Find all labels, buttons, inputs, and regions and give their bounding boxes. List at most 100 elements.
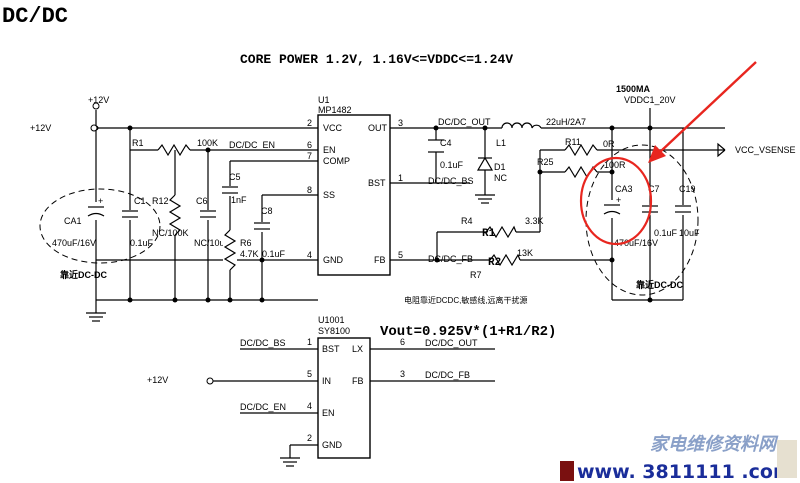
capacitor-c5: C5 1nF	[222, 172, 247, 205]
c19-value: 10uF	[679, 228, 700, 238]
l1-value: 22uH/2A7	[546, 117, 586, 127]
fb-net-label: DC/DC_FB	[428, 254, 473, 264]
svg-text:BST: BST	[322, 344, 340, 354]
ic-u1001-sy8100: U1001 SY8100 1 BST 5 IN 4 EN 2 GND 6 LX …	[307, 315, 405, 459]
c5-ref: C5	[229, 172, 241, 182]
ca3-value: 470uF/16V	[614, 238, 658, 248]
capacitor-ca1: + CA1 470uF/16V	[52, 196, 105, 248]
svg-text:EN: EN	[322, 408, 335, 418]
capacitor-c7: C7 0.1uF	[642, 184, 678, 238]
svg-text:6: 6	[307, 140, 312, 150]
c19-ref: C19	[679, 184, 696, 194]
near-dcdc-ellipse-right	[585, 144, 699, 296]
svg-text:6: 6	[400, 337, 405, 347]
watermark-badge-icon	[560, 461, 574, 481]
resistor-r7: 13K R7 R2	[470, 248, 533, 280]
ic2-fb-net: DC/DC_FB	[425, 370, 470, 380]
core-power-heading: CORE POWER 1.2V, 1.16V<=VDDC<=1.24V	[240, 52, 513, 67]
u1-part: MP1482	[318, 105, 352, 115]
ic2-bs-net: DC/DC_BS	[240, 338, 286, 348]
c4-ref: C4	[440, 138, 452, 148]
c7-value: 0.1uF	[654, 228, 678, 238]
inductor-l1: 22uH/2A7 L1	[496, 117, 586, 148]
svg-text:EN: EN	[323, 145, 336, 155]
c4-value: 0.1uF	[440, 160, 464, 170]
layout-note: 电阻靠近DCDC,敏感线,远离干扰源	[404, 295, 528, 305]
r7-value: 13K	[517, 248, 533, 258]
out-net-label: DC/DC_OUT	[438, 117, 491, 127]
svg-text:SS: SS	[323, 190, 335, 200]
svg-text:VCC: VCC	[323, 123, 343, 133]
r4-value: 3.3K	[525, 216, 544, 226]
capacitor-c1: C1 0.1uF	[122, 196, 154, 248]
r25-value: 100R	[604, 160, 626, 170]
ic-u1-mp1482: U1 MP1482 2 VCC 6 EN 7 COMP 8 SS 4 GND 3…	[307, 95, 403, 276]
r1-value: 100K	[197, 138, 218, 148]
svg-text:BST: BST	[368, 178, 386, 188]
watermark: 家电维修资料网 www. 3811111 .com	[560, 434, 797, 483]
svg-text:4: 4	[307, 250, 312, 260]
resistor-r11: R11 0R	[564, 137, 615, 157]
ca3-ref: CA3	[615, 184, 633, 194]
svg-text:8: 8	[307, 185, 312, 195]
c7-ref: C7	[648, 184, 660, 194]
c5-value: 1nF	[231, 195, 247, 205]
watermark-cn: 家电维修资料网	[650, 434, 779, 455]
near-dcdc-label-right: 靠近DC-DC	[636, 279, 683, 290]
d1-value: NC	[494, 173, 507, 183]
r7-ref: R7	[470, 270, 482, 280]
vsense-net-label: VCC_VSENSE	[735, 145, 796, 155]
u1001-part: SY8100	[318, 326, 350, 336]
c1-ref: C1	[134, 196, 146, 206]
svg-text:5: 5	[398, 250, 403, 260]
vddc-net-label: VDDC1_20V	[624, 95, 676, 105]
p12v-left-label: +12V	[30, 123, 51, 133]
capacitor-ca3: + CA3 470uF/16V	[603, 184, 658, 248]
resistor-r12: R12 NC/100K	[152, 194, 189, 238]
near-dcdc-label-left: 靠近DC-DC	[60, 269, 107, 280]
ic2-out-net: DC/DC_OUT	[425, 338, 478, 348]
r6-ref: R6	[240, 238, 252, 248]
svg-text:GND: GND	[322, 440, 343, 450]
ic2-p12v-net: +12V	[147, 375, 168, 385]
capacitor-c8: C8 0.1uF	[254, 206, 286, 259]
r11-ref: R11	[565, 137, 581, 147]
vout-formula: Vout=0.925V*(1+R1/R2)	[380, 324, 556, 340]
bs-net-label: DC/DC_BS	[428, 176, 474, 186]
svg-text:FB: FB	[352, 376, 364, 386]
u1-ref: U1	[318, 95, 330, 105]
u1001-ref: U1001	[318, 315, 345, 325]
ic2-wiring	[206, 348, 495, 467]
r7-alias: R2	[488, 257, 501, 269]
p12v-top-label: +12V	[88, 95, 109, 105]
r25-ref: R25	[537, 157, 554, 167]
watermark-url: www. 3811111 .com	[577, 461, 793, 483]
p12v-top-terminal: +12V	[88, 95, 109, 110]
diode-d1: D1 NC	[476, 143, 507, 183]
svg-text:5: 5	[307, 369, 312, 379]
c6-ref: C6	[196, 196, 208, 206]
highlight-arrow	[659, 61, 757, 153]
c8-value: 0.1uF	[262, 249, 286, 259]
svg-text:1: 1	[398, 173, 403, 183]
r4-alias: R1	[482, 228, 496, 240]
near-dcdc-ellipse-left	[39, 188, 161, 264]
r12-ref: R12	[152, 196, 169, 206]
capacitor-c4: C4 0.1uF	[428, 138, 464, 170]
svg-text:7: 7	[307, 151, 312, 161]
svg-text:1: 1	[307, 337, 312, 347]
resistor-r4: R4 3.3K R1	[461, 216, 544, 240]
capacitor-c19: C19 10uF	[675, 184, 700, 238]
capacitor-c6: C6 NC/10uF	[194, 196, 231, 248]
highlight-circle	[579, 156, 653, 246]
current-label: 1500MA	[616, 84, 651, 94]
p12v-left-terminal: +12V	[30, 123, 98, 133]
ca1-value: 470uF/16V	[52, 238, 96, 248]
ic2-en-net: DC/DC_EN	[240, 402, 286, 412]
svg-text:FB: FB	[374, 255, 386, 265]
svg-text:3: 3	[400, 369, 405, 379]
c6-value: NC/10uF	[194, 238, 231, 248]
svg-text:IN: IN	[322, 376, 331, 386]
r4-ref: R4	[461, 216, 473, 226]
